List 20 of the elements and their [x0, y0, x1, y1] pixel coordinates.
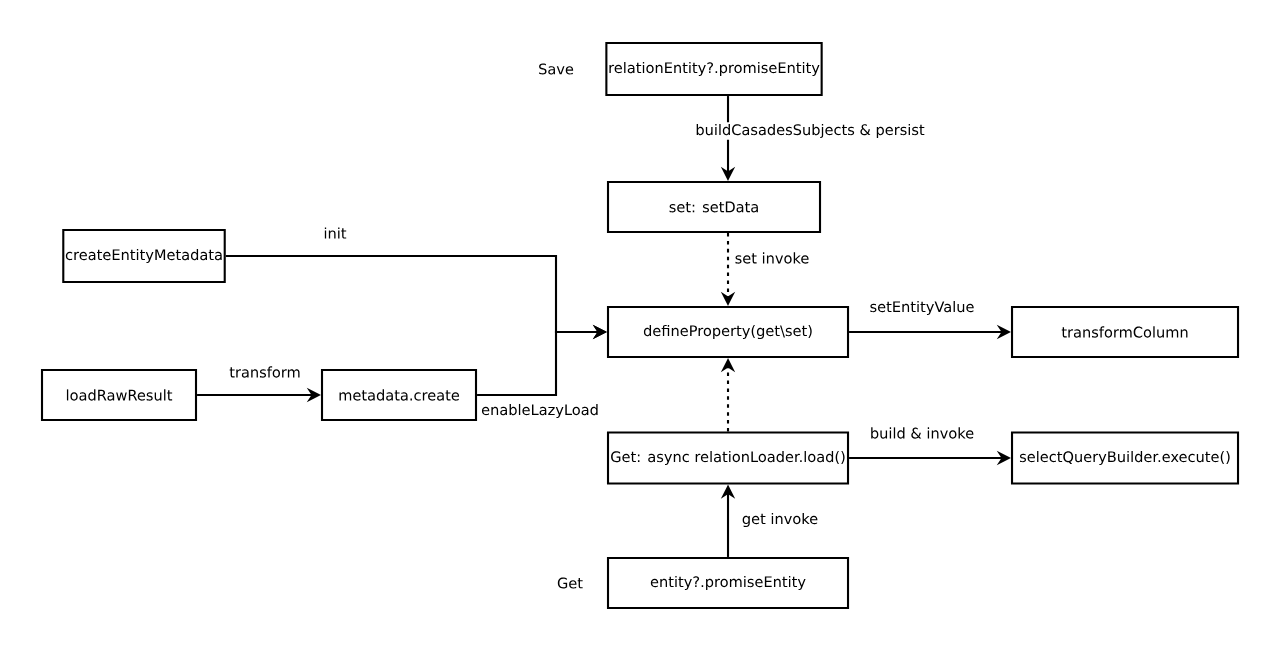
edge-label: get invoke: [740, 511, 820, 529]
process-box: Get: async relationLoader.load(): [606, 431, 850, 485]
side-label: Save: [539, 63, 574, 75]
edge-label: transform: [227, 364, 303, 380]
process-box: createEntityMetadata: [62, 228, 226, 284]
edge-label: enableLazyLoad: [479, 402, 601, 420]
edge-label: build & invoke: [868, 425, 976, 441]
process-box: entity?.promiseEntity: [606, 556, 850, 610]
edge-label: buildCasadesSubjects & persist: [693, 122, 927, 140]
process-box: defineProperty(get\set): [606, 305, 850, 359]
process-box: loadRawResult: [40, 368, 198, 422]
edge-label: set invoke: [732, 250, 812, 266]
edge-label: init: [321, 225, 349, 241]
process-box: metadata.create: [320, 368, 478, 422]
process-box: selectQueryBuilder.execute(): [1010, 431, 1240, 485]
process-box: transformColumn: [1010, 305, 1240, 359]
side-label: Get: [557, 577, 583, 589]
edge-label: setEntityValue: [867, 299, 977, 317]
process-box: set: setData: [606, 180, 822, 234]
process-box: relationEntity?.promiseEntity: [605, 41, 823, 97]
